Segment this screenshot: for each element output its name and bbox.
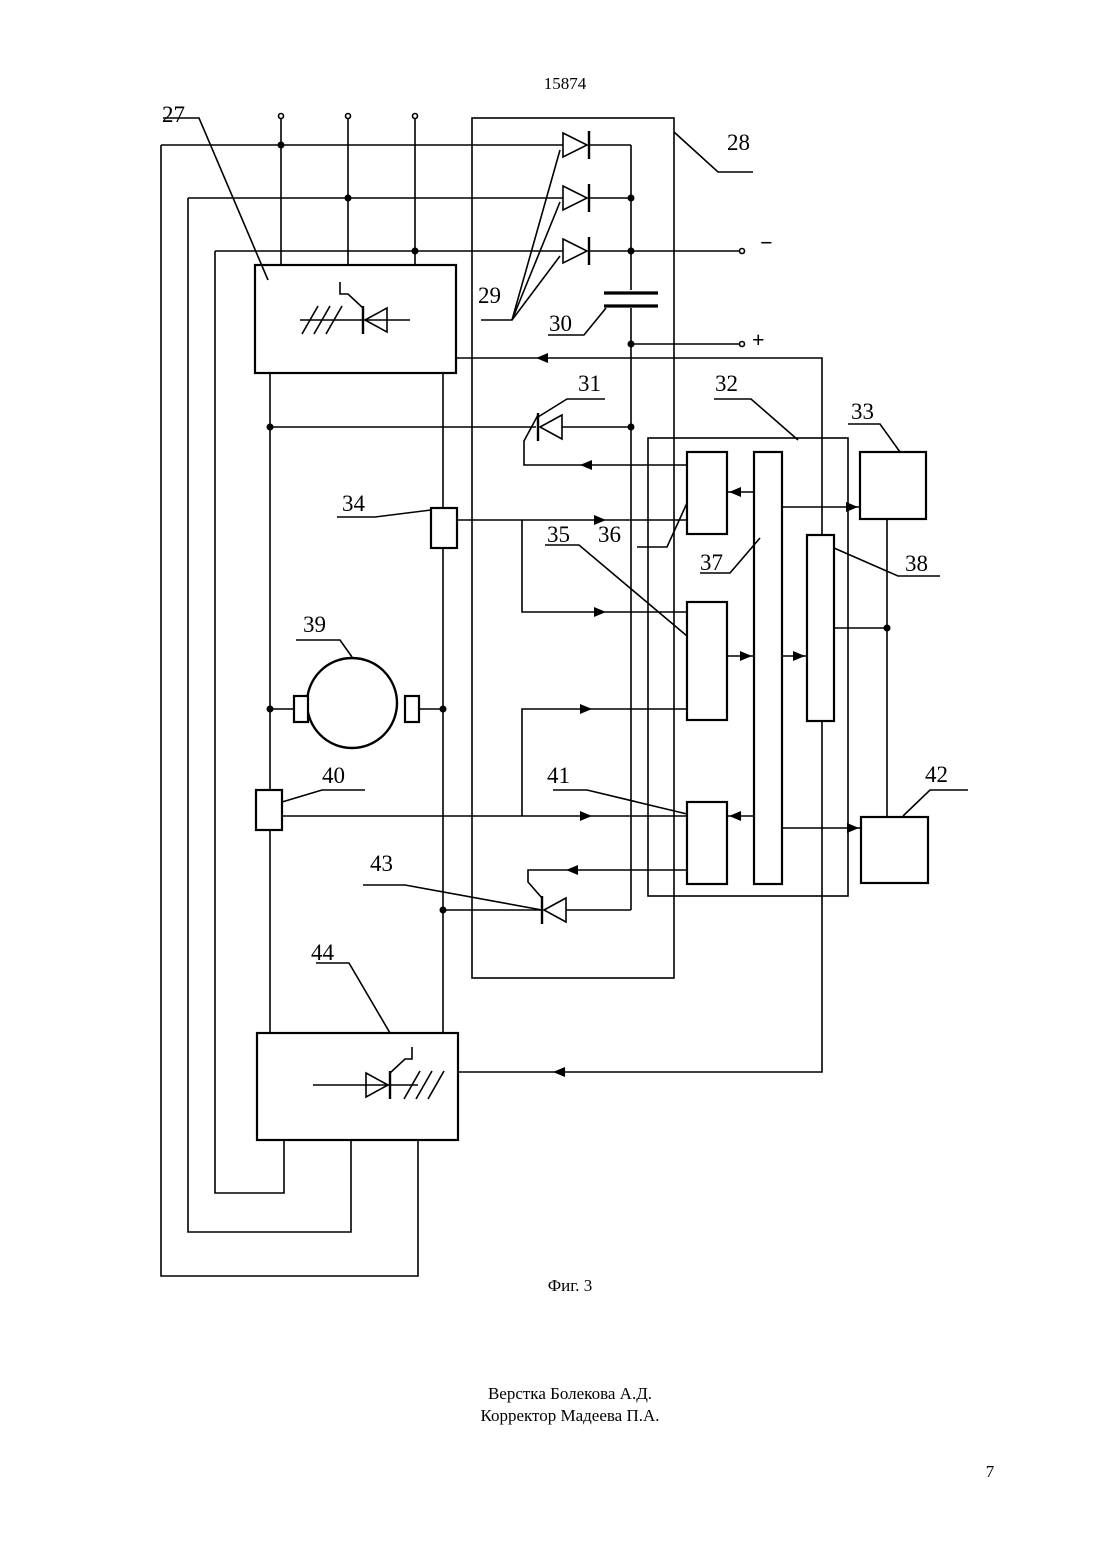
- callout-41: 41: [547, 763, 570, 788]
- block-35: [687, 602, 727, 720]
- callout-34: 34: [342, 491, 366, 516]
- callout-30: 30: [549, 311, 572, 336]
- phase-terminal-a: [279, 114, 284, 119]
- callout-31: 31: [578, 371, 601, 396]
- capacitor-30: [604, 293, 658, 306]
- callout-33: 33: [851, 399, 874, 424]
- minus-terminal: [740, 249, 745, 254]
- sensor-40: [256, 790, 282, 830]
- credits: Верстка Болекова А.Д. Корректор Мадеева …: [400, 1383, 740, 1427]
- layout-credit: Верстка Болекова А.Д.: [400, 1383, 740, 1405]
- callout-40: 40: [322, 763, 345, 788]
- block-41: [687, 802, 727, 884]
- proofreader-credit: Корректор Мадеева П.А.: [400, 1405, 740, 1427]
- plus-sign: +: [752, 327, 765, 352]
- converter-block-44: [257, 1033, 458, 1140]
- page-number: 7: [970, 1462, 1010, 1482]
- phase-terminal-b: [346, 114, 351, 119]
- rectifier-frame-28: [472, 118, 674, 978]
- block-42: [861, 817, 928, 883]
- motor-39: [270, 658, 443, 748]
- callout-36: 36: [598, 522, 621, 547]
- callout-39: 39: [303, 612, 326, 637]
- callout-37: 37: [700, 550, 723, 575]
- callout-28: 28: [727, 130, 750, 155]
- callout-38: 38: [905, 551, 928, 576]
- plus-terminal: [740, 342, 745, 347]
- callout-44: 44: [311, 940, 335, 965]
- callout-32: 32: [715, 371, 738, 396]
- callout-42: 42: [925, 762, 948, 787]
- supply-phase-lines: [161, 114, 563, 266]
- phase-terminal-c: [413, 114, 418, 119]
- transistor-43: [443, 870, 687, 924]
- callout-35: 35: [547, 522, 570, 547]
- figure-caption: Фиг. 3: [500, 1276, 640, 1296]
- transistor-31: [270, 413, 635, 465]
- callout-43: 43: [370, 851, 393, 876]
- diodes-29: [563, 131, 740, 265]
- converter-block-27: [255, 265, 456, 373]
- block-37: [754, 452, 782, 884]
- minus-sign: −: [760, 230, 773, 255]
- callout-29: 29: [478, 283, 501, 308]
- callout-27: 27: [162, 102, 185, 127]
- sensor-34: [431, 508, 457, 548]
- block-38: [807, 535, 834, 721]
- block-36: [687, 452, 727, 534]
- block-33: [860, 452, 926, 519]
